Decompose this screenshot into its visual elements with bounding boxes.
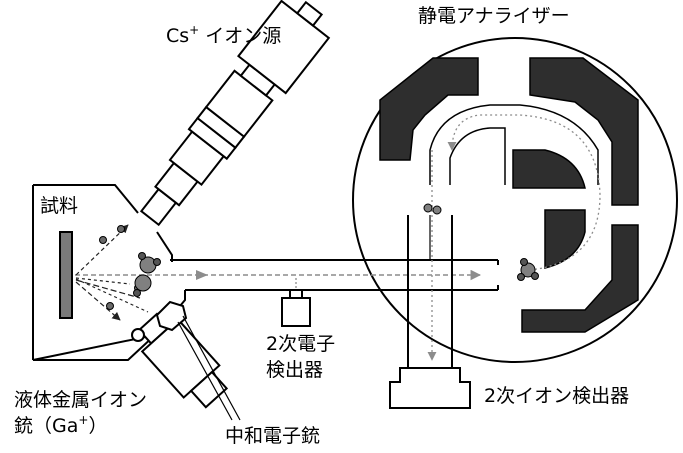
ion-molecule-esa-a [520, 258, 528, 266]
label-sample: 試料 [40, 195, 78, 217]
ion-molecule-1-b [153, 258, 161, 266]
cs-ion-source [139, 0, 331, 227]
ion-molecule-esa-b [531, 272, 539, 280]
ion-molecule-esa-center [520, 262, 536, 278]
sample-chamber [32, 184, 186, 361]
label-secondary-ion-detector: 2次イオン検出器 [484, 385, 629, 407]
electron-det-cap [289, 289, 303, 299]
lmig-tip-ball [131, 328, 145, 342]
ion-dot-2 [117, 225, 125, 233]
label-electron-det-line1: 2次電子 [266, 333, 335, 355]
electron-det-body [281, 297, 311, 327]
ion-molecule-2-center [134, 274, 152, 292]
ion-molecule-1-a [138, 252, 146, 260]
esa-inner-wall [449, 127, 506, 185]
esa-electrode-lower-right [521, 224, 639, 333]
esa-channel-walls [429, 104, 599, 185]
label-esa: 静電アナライザー [418, 5, 570, 27]
ray-ga-3 [75, 277, 131, 285]
ion-dot-3 [106, 302, 114, 310]
neutralizer-leader-1 [182, 315, 241, 421]
esa-electrode-upper-right [529, 57, 639, 206]
label-lmig-line1: 液体金属イオン [14, 389, 147, 411]
label-lmig-line2: 銃（Ga+） [14, 413, 107, 437]
esa-electrode-upper-left [379, 57, 479, 161]
label-cs-ion-source: Cs+ イオン源 [166, 23, 281, 47]
liquid-metal-ion-gun [137, 312, 229, 409]
ray-to-neutralizer [75, 279, 141, 299]
ray-from-cs [75, 224, 129, 276]
sample-plate [59, 231, 73, 319]
label-neutralizer: 中和電子銃 [225, 425, 320, 447]
ion-dot-esa-2 [432, 205, 442, 215]
neutralizer-leader-2 [177, 321, 233, 421]
ion-dot-esa-1 [423, 203, 433, 213]
secondary-ion-detector [389, 367, 471, 409]
ray-ga-1 [75, 281, 121, 321]
label-electron-det-line2: 検出器 [266, 359, 323, 381]
ion-molecule-esa-c [517, 273, 525, 281]
ion-dot-1 [99, 236, 107, 244]
ion-molecule-2-a [133, 289, 141, 297]
beam-arrow-mid-1 [196, 270, 208, 280]
ray-ga-2 [75, 278, 149, 313]
esa-inner-electrode-upper-right [512, 149, 586, 189]
